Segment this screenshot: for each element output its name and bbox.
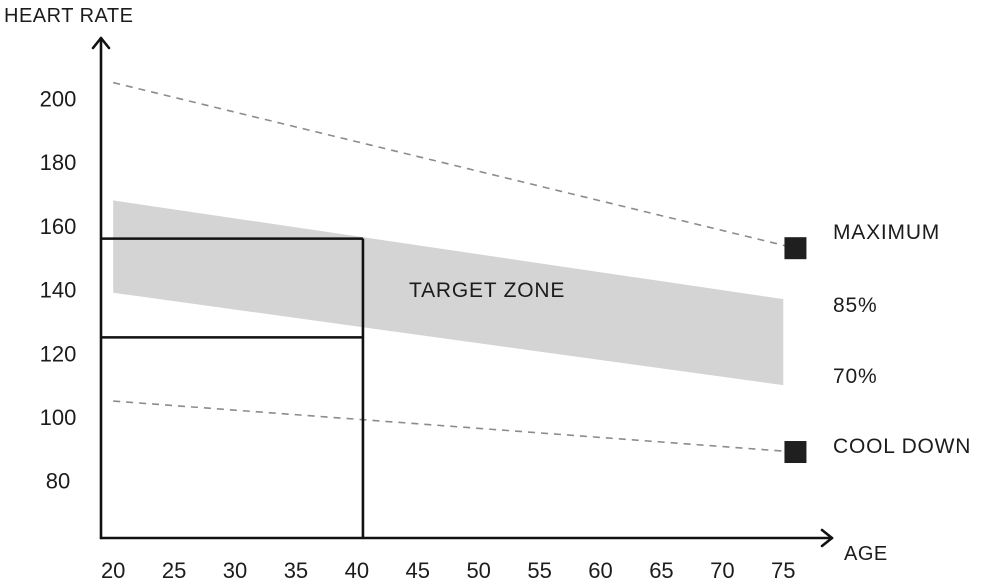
- y-tick-label: 120: [40, 341, 77, 366]
- x-tick-label: 75: [771, 558, 795, 583]
- axes: [91, 36, 834, 548]
- maximum-marker: [784, 237, 807, 260]
- cool-down-dashed-line: [113, 400, 796, 453]
- y-tick-labels: 80 100 120 140 160 180 200: [40, 87, 77, 494]
- y-tick-label: 180: [40, 150, 77, 175]
- maximum-label: MAXIMUM: [833, 221, 940, 244]
- target-zone-label: TARGET ZONE: [409, 279, 565, 302]
- x-tick-label: 25: [162, 558, 186, 583]
- y-tick-label: 160: [40, 214, 77, 239]
- x-axis-title: AGE: [844, 543, 888, 565]
- x-tick-label: 65: [649, 558, 673, 583]
- y-tick-label: 100: [40, 405, 77, 430]
- x-tick-label: 70: [710, 558, 734, 583]
- x-tick-label: 40: [345, 558, 369, 583]
- upper-percent-label: 85%: [833, 294, 877, 317]
- x-tick-label: 35: [284, 558, 308, 583]
- cool-down-label: COOL DOWN: [833, 435, 971, 458]
- cool-down-marker: [784, 441, 807, 464]
- y-tick-label: 80: [46, 469, 70, 494]
- x-tick-label: 55: [527, 558, 551, 583]
- maximum-dashed-line: [112, 81, 796, 249]
- y-axis-title: HEART RATE: [4, 5, 133, 27]
- x-tick-label: 50: [466, 558, 490, 583]
- y-tick-label: 140: [40, 278, 77, 303]
- y-tick-label: 200: [40, 87, 77, 112]
- target-zone-band: [113, 200, 784, 386]
- x-tick-label: 30: [223, 558, 247, 583]
- x-tick-label: 20: [101, 558, 125, 583]
- reference-box: [101, 237, 365, 538]
- y-axis-arrow: [91, 36, 111, 50]
- lower-percent-label: 70%: [833, 365, 877, 388]
- x-tick-label: 45: [406, 558, 430, 583]
- x-tick-labels: 20 25 30 35 40 45 50 55 60 65 70 75: [101, 558, 796, 583]
- x-tick-label: 60: [588, 558, 612, 583]
- x-axis-arrow: [820, 528, 834, 548]
